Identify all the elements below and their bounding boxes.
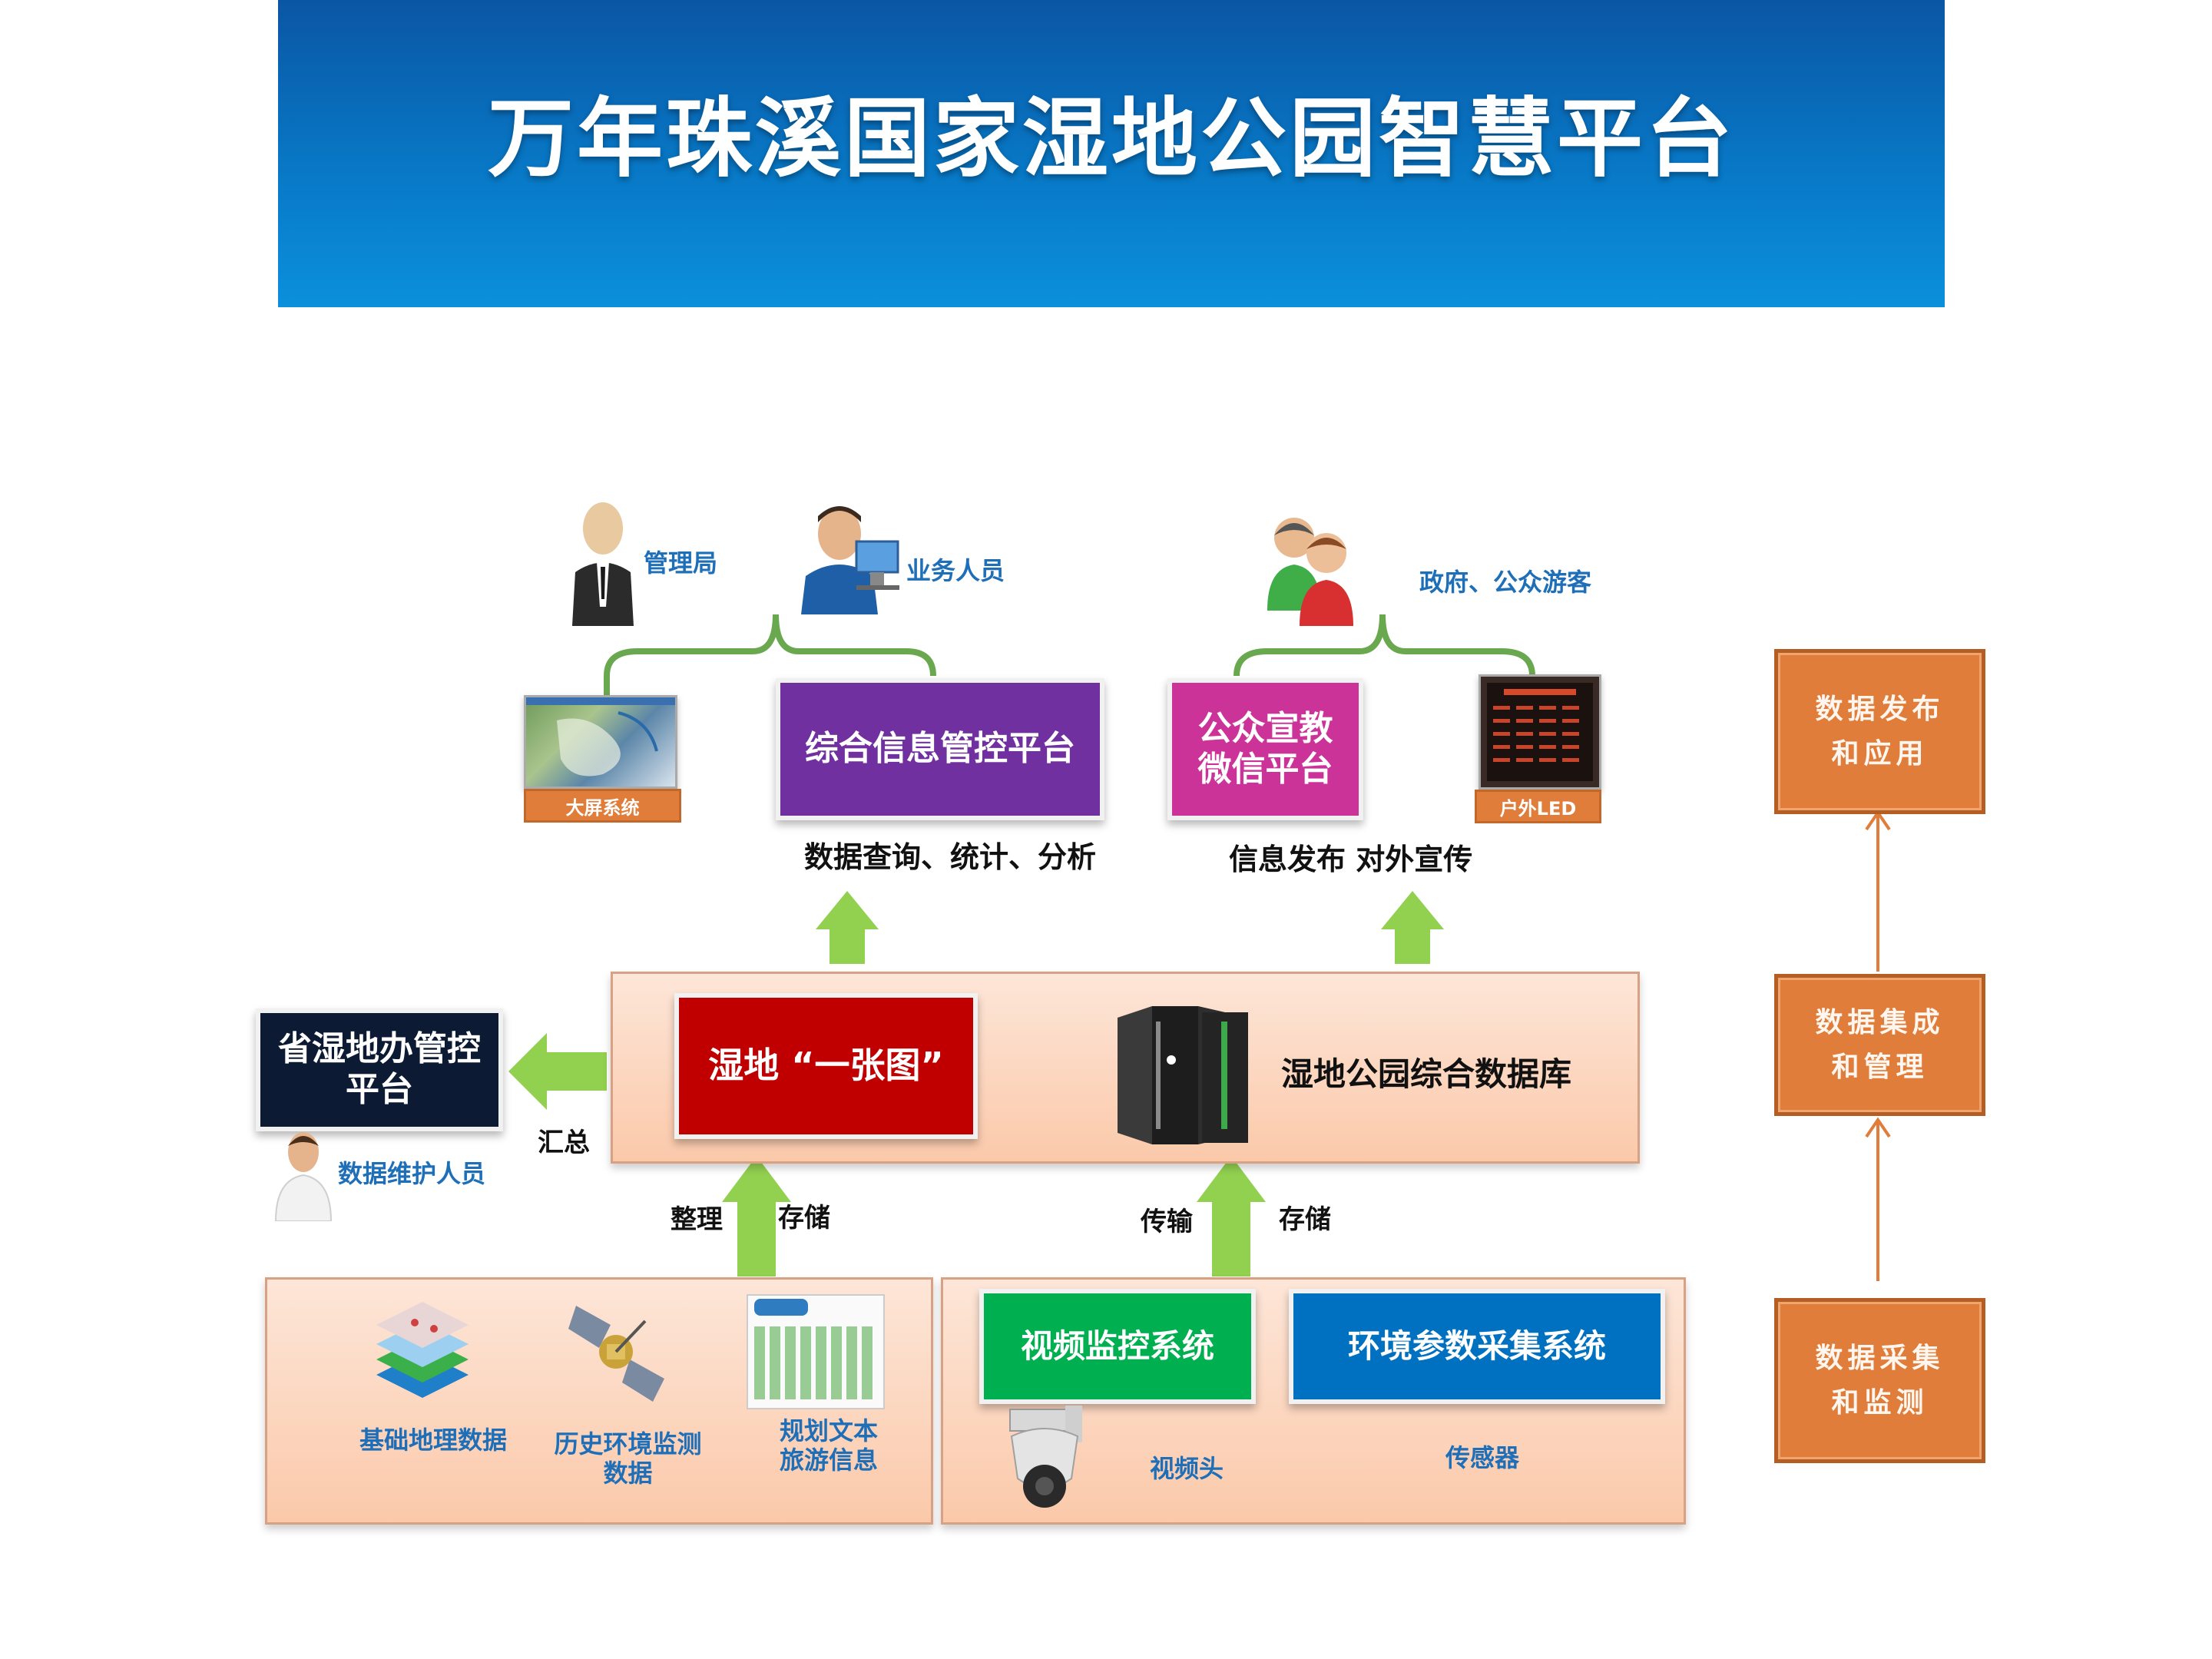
- step-data-publish: 数据发布 和应用: [1774, 649, 1985, 814]
- arrow-up-right-bottom: [1197, 1156, 1266, 1277]
- caption-transmit: 传输: [1141, 1207, 1193, 1237]
- arrow-up-right-top: [1381, 891, 1444, 964]
- step-integrate-line1: 数据集成: [1815, 1006, 1945, 1038]
- outdoor-led-image: [1479, 674, 1601, 790]
- caption-summary: 汇总: [538, 1128, 590, 1158]
- step-collect-line2: 和监测: [1831, 1386, 1929, 1419]
- public-group-icon: [1263, 511, 1356, 626]
- arrow-left-summary: [508, 1033, 607, 1110]
- planning-document-thumbnail: [747, 1294, 885, 1409]
- one-map-label: 湿地 “一张图”: [708, 1045, 944, 1087]
- satellite-icon: [568, 1290, 668, 1413]
- public-platform-line1: 公众宣教: [1197, 708, 1333, 748]
- database-server-icon: [1110, 998, 1256, 1152]
- step-collect-line1: 数据采集: [1815, 1342, 1945, 1374]
- province-platform-line1: 省湿地办管控: [278, 1029, 481, 1069]
- env-param-system: 环境参数采集系统: [1289, 1289, 1665, 1404]
- caption-store-left: 存储: [778, 1203, 830, 1233]
- maintainer-person-icon: [273, 1129, 334, 1222]
- header-banner: 万年珠溪国家湿地公园智慧平台: [278, 0, 1945, 307]
- page-title: 万年珠溪国家湿地公园智慧平台: [488, 89, 1735, 189]
- step-publish-line1: 数据发布: [1815, 693, 1945, 725]
- step-data-collect: 数据采集 和监测: [1774, 1298, 1985, 1463]
- camera-icon: [995, 1406, 1094, 1513]
- layered-geo-data-icon: [369, 1290, 476, 1409]
- label-camera: 视频头: [1150, 1454, 1224, 1483]
- label-plan-line2: 旅游信息: [780, 1445, 879, 1475]
- step-integrate-line2: 和管理: [1831, 1051, 1929, 1083]
- manager-person-icon: [565, 499, 641, 626]
- step-data-integrate: 数据集成 和管理: [1774, 974, 1985, 1116]
- public-wechat-platform: 公众宣教 微信平台: [1167, 678, 1363, 820]
- label-business-staff: 业务人员: [906, 556, 1005, 585]
- caption-publish: 信息发布 对外宣传: [1229, 843, 1473, 876]
- label-history-line2: 数据: [603, 1459, 653, 1488]
- big-screen-map-image: [524, 695, 677, 789]
- video-monitor-system: 视频监控系统: [979, 1289, 1256, 1404]
- wetland-one-map-box: 湿地 “一张图”: [674, 993, 978, 1139]
- brace-left: [604, 614, 936, 699]
- label-history-line1: 历史环境监测: [554, 1429, 702, 1459]
- integrated-info-platform: 综合信息管控平台: [776, 678, 1104, 820]
- province-control-platform: 省湿地办管控 平台: [256, 1008, 503, 1131]
- brace-right: [1233, 614, 1535, 677]
- label-admin-bureau: 管理局: [644, 548, 718, 578]
- arrow-up-left-top: [816, 891, 879, 964]
- outdoor-led-tag: 户外LED: [1475, 790, 1601, 823]
- arrow-up-left-bottom: [722, 1156, 791, 1277]
- label-sensor: 传感器: [1445, 1443, 1520, 1472]
- integrated-platform-label: 综合信息管控平台: [805, 729, 1075, 769]
- step-arrow-lower: [1865, 1117, 1891, 1281]
- label-gov-public: 政府、公众游客: [1419, 568, 1592, 597]
- public-platform-line2: 微信平台: [1197, 749, 1333, 789]
- database-label: 湿地公园综合数据库: [1281, 1055, 1572, 1093]
- caption-query-stats: 数据查询、统计、分析: [804, 840, 1097, 874]
- step-arrow-upper: [1865, 810, 1891, 972]
- caption-organize: 整理: [671, 1204, 723, 1235]
- label-plan-line1: 规划文本: [780, 1416, 879, 1445]
- province-platform-line2: 平台: [346, 1070, 413, 1109]
- label-geo-data: 基础地理数据: [359, 1426, 508, 1455]
- business-staff-computer-icon: [795, 499, 902, 614]
- label-data-maintainer: 数据维护人员: [338, 1159, 486, 1188]
- big-screen-tag: 大屏系统: [524, 789, 681, 823]
- step-publish-line2: 和应用: [1831, 737, 1929, 770]
- env-system-label: 环境参数采集系统: [1347, 1326, 1606, 1365]
- caption-store-right: 存储: [1279, 1204, 1331, 1235]
- video-system-label: 视频监控系统: [1020, 1326, 1214, 1365]
